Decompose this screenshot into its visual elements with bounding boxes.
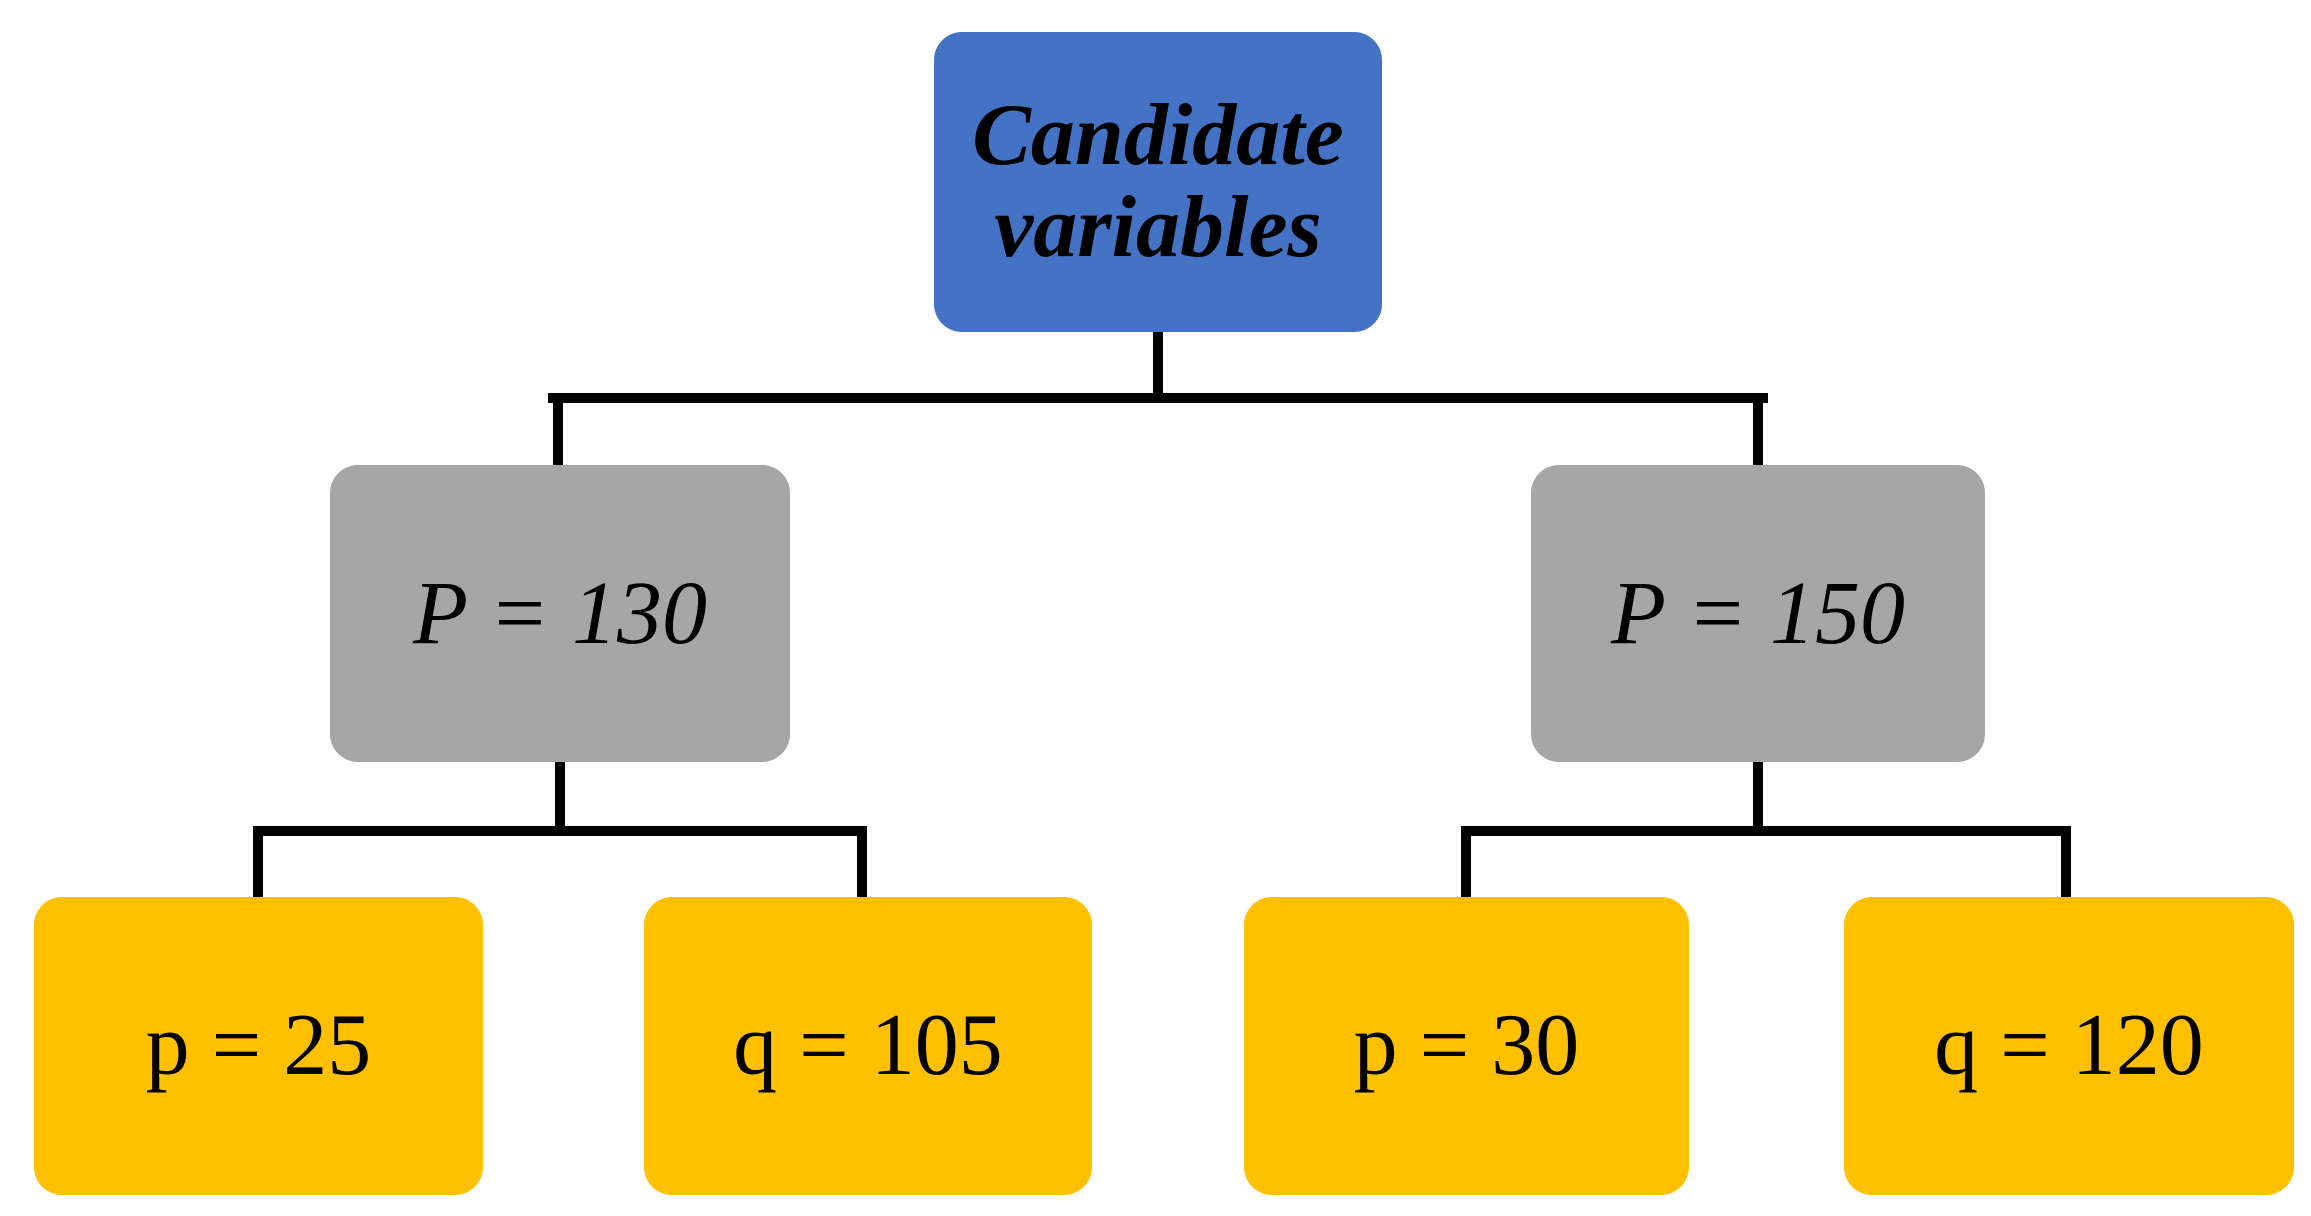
- node-p-25: p = 25: [34, 897, 483, 1195]
- node-p-30: p = 30: [1244, 897, 1689, 1195]
- node-candidate-variables: Candidate variables: [934, 32, 1382, 332]
- node-p-130: P = 130: [330, 465, 790, 762]
- node-label: P = 150: [1610, 563, 1906, 663]
- node-label: Candidate variables: [972, 86, 1344, 276]
- node-label: q = 120: [1934, 997, 2204, 1094]
- node-q-120: q = 120: [1844, 897, 2294, 1195]
- connector-root-to-branches: [548, 327, 1768, 465]
- node-p-150: P = 150: [1531, 465, 1985, 762]
- node-q-105: q = 105: [644, 897, 1092, 1195]
- node-label: q = 105: [733, 997, 1003, 1094]
- connector-branch2-to-leaves: [1461, 757, 2071, 897]
- node-label: p = 30: [1353, 997, 1580, 1094]
- node-label: p = 25: [145, 997, 372, 1094]
- node-label: P = 130: [412, 563, 708, 663]
- connector-branch1-to-leaves: [253, 757, 867, 897]
